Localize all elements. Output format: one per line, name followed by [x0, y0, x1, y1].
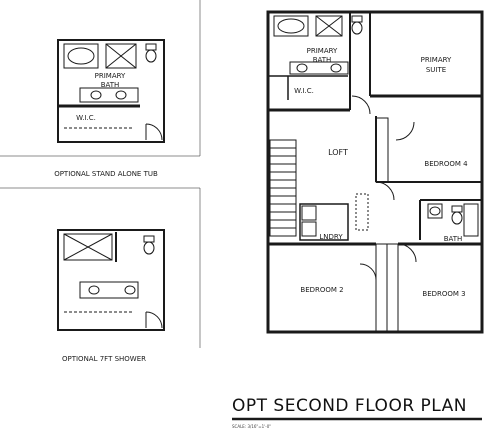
- main-primary-bath-label-1: PRIMARY: [307, 47, 338, 55]
- opt-tub-primary-label-1: PRIMARY: [95, 72, 126, 80]
- laundry-label: LNDRY: [319, 233, 343, 241]
- scale-note: SCALE: 3/16"=1'-0": [232, 424, 272, 429]
- main-wic-label: W.I.C.: [294, 87, 314, 95]
- plan-title: OPT SECOND FLOOR PLAN: [232, 396, 467, 416]
- main-primary-suite-label-1: PRIMARY: [421, 56, 452, 64]
- opt-shower-inset: [0, 187, 201, 348]
- bedroom-3-label: BEDROOM 3: [422, 290, 465, 298]
- main-primary-suite-label-2: SUITE: [426, 66, 446, 74]
- opt-tub-primary-label-2: BATH: [101, 81, 120, 89]
- loft-label: LOFT: [328, 148, 348, 157]
- bath-label: BATH: [444, 235, 463, 243]
- main-primary-bath-label-2: BATH: [313, 56, 332, 64]
- bedroom-4-label: BEDROOM 4: [424, 160, 468, 168]
- opt-shower-caption: OPTIONAL 7FT SHOWER: [62, 355, 146, 363]
- opt-tub-caption: OPTIONAL STAND ALONE TUB: [54, 170, 158, 178]
- opt-tub-inset: [0, 0, 201, 157]
- opt-tub-wic-label: W.I.C.: [76, 114, 96, 122]
- main-floor-plan: [266, 10, 484, 334]
- bedroom-2-label: BEDROOM 2: [300, 286, 343, 294]
